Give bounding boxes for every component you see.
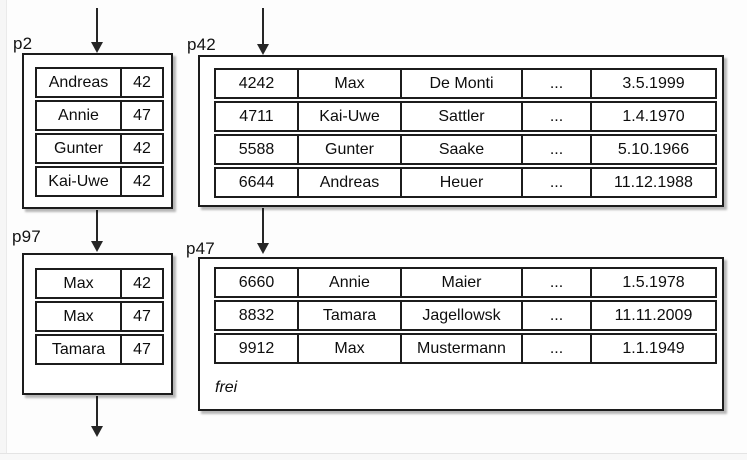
- node-label-p2: p2: [13, 34, 33, 53]
- arrow-head-icon: [257, 44, 269, 55]
- table-cell: Tamara: [51, 340, 106, 358]
- table-cell: 6644: [238, 173, 275, 191]
- table-cell: Heuer: [400, 169, 521, 196]
- table-row: Tamara 47: [35, 334, 164, 365]
- arrow-out-of-p97: [91, 396, 103, 437]
- table-cell: ...: [521, 169, 590, 196]
- table-cell: 6660: [238, 273, 275, 291]
- table-row: 5588 Gunter Saake ... 5.10.1966: [214, 134, 717, 165]
- table-cell: Max: [297, 335, 400, 362]
- arrow-p42-to-p47: [257, 208, 269, 254]
- table-cell: 5588: [238, 140, 275, 158]
- table-cell: Kai-Uwe: [297, 103, 400, 130]
- table-row: Gunter 42: [35, 133, 164, 164]
- page-left-edge: [0, 0, 7, 460]
- arrow-into-p42: [257, 8, 269, 55]
- table-row: 6644 Andreas Heuer ... 11.12.1988: [214, 167, 717, 198]
- table-cell: 42: [120, 168, 162, 195]
- table-cell: ...: [521, 335, 590, 362]
- table-row: 6660 Annie Maier ... 1.5.1978: [214, 267, 717, 298]
- table-cell: ...: [521, 70, 590, 97]
- table-cell: Annie: [58, 106, 99, 124]
- table-cell: Maier: [400, 269, 521, 296]
- table-cell: Mustermann: [400, 335, 521, 362]
- node-label-p47: p47: [186, 239, 215, 258]
- table-cell: Andreas: [297, 169, 400, 196]
- table-row: 4242 Max De Monti ... 3.5.1999: [214, 68, 717, 99]
- table-cell: 4711: [239, 107, 274, 125]
- node-box-p47: 6660 Annie Maier ... 1.5.1978 8832 Tamar…: [198, 257, 724, 411]
- table-cell: Tamara: [297, 302, 400, 329]
- table-cell: 42: [120, 270, 162, 297]
- table-cell: 47: [120, 102, 162, 129]
- table-cell: Annie: [297, 269, 400, 296]
- table-row: 8832 Tamara Jagellowsk ... 11.11.2009: [214, 300, 717, 331]
- page-bottom-edge: [0, 453, 747, 460]
- table-cell: 42: [120, 69, 162, 96]
- table-cell: 47: [120, 303, 162, 330]
- table-cell: 3.5.1999: [590, 70, 715, 97]
- table-cell: Max: [63, 307, 94, 325]
- table-row: Max 42: [35, 268, 164, 299]
- table-row: Andreas 42: [35, 67, 164, 98]
- arrow-shaft: [262, 8, 264, 46]
- arrow-head-icon: [91, 42, 103, 53]
- table-cell: 1.1.1949: [590, 335, 715, 362]
- table-cell: ...: [521, 103, 590, 130]
- arrow-head-icon: [91, 241, 103, 252]
- table-cell: De Monti: [400, 70, 521, 97]
- arrow-into-p2: [91, 8, 103, 53]
- node-label-p97: p97: [12, 227, 41, 246]
- table-cell: Sattler: [400, 103, 521, 130]
- arrow-shaft: [96, 396, 98, 428]
- p42-table: 4242 Max De Monti ... 3.5.1999 4711 Kai-…: [214, 68, 717, 198]
- arrow-shaft: [262, 208, 264, 245]
- table-cell: Jagellowsk: [400, 302, 521, 329]
- free-space-label: frei: [215, 379, 238, 396]
- node-box-p97: Max 42 Max 47 Tamara 47: [22, 253, 173, 395]
- arrow-shaft: [96, 8, 98, 44]
- table-row: 4711 Kai-Uwe Sattler ... 1.4.1970: [214, 101, 717, 132]
- table-cell: Andreas: [48, 73, 109, 91]
- arrow-head-icon: [257, 243, 269, 254]
- table-cell: ...: [521, 136, 590, 163]
- table-cell: 1.5.1978: [590, 269, 715, 296]
- table-cell: 11.11.2009: [590, 302, 715, 329]
- table-row: Kai-Uwe 42: [35, 166, 164, 197]
- table-cell: 47: [120, 336, 162, 363]
- table-cell: Kai-Uwe: [48, 172, 109, 190]
- table-cell: Max: [63, 274, 94, 292]
- table-cell: 8832: [238, 306, 275, 324]
- p2-table: Andreas 42 Annie 47 Gunter 42 Kai-Uwe 42: [35, 67, 164, 197]
- table-cell: Gunter: [297, 136, 400, 163]
- arrow-p2-to-p97: [91, 210, 103, 252]
- p47-table: 6660 Annie Maier ... 1.5.1978 8832 Tamar…: [214, 267, 717, 364]
- node-box-p42: 4242 Max De Monti ... 3.5.1999 4711 Kai-…: [198, 55, 724, 207]
- table-cell: ...: [521, 269, 590, 296]
- p97-table: Max 42 Max 47 Tamara 47: [35, 268, 164, 365]
- node-box-p2: Andreas 42 Annie 47 Gunter 42 Kai-Uwe 42: [22, 53, 173, 209]
- table-row: Annie 47: [35, 100, 164, 131]
- table-cell: ...: [521, 302, 590, 329]
- table-cell: 42: [120, 135, 162, 162]
- table-cell: 1.4.1970: [590, 103, 715, 130]
- table-row: Max 47: [35, 301, 164, 332]
- table-cell: Max: [297, 70, 400, 97]
- table-cell: Gunter: [54, 139, 103, 157]
- table-cell: 11.12.1988: [590, 169, 715, 196]
- table-cell: 9912: [238, 339, 275, 357]
- node-label-p42: p42: [187, 35, 216, 54]
- table-cell: Saake: [400, 136, 521, 163]
- arrow-head-icon: [91, 426, 103, 437]
- table-cell: 4242: [238, 74, 275, 92]
- table-cell: 5.10.1966: [590, 136, 715, 163]
- arrow-shaft: [96, 210, 98, 243]
- table-row: 9912 Max Mustermann ... 1.1.1949: [214, 333, 717, 364]
